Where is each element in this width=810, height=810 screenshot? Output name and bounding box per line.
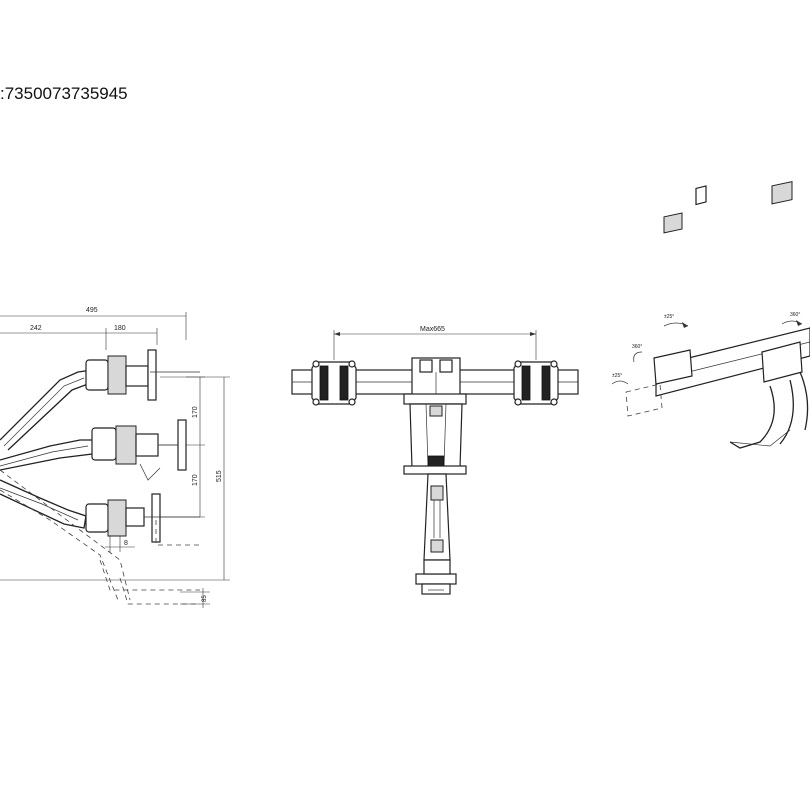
dim-label-495: 495 xyxy=(86,307,98,314)
vesa-plate-right xyxy=(513,360,559,406)
dim-arrow-right xyxy=(530,332,536,336)
front-view: Max665 xyxy=(291,326,579,595)
dim-label-max665: Max665 xyxy=(420,326,445,333)
tilt-label-top: ±25° xyxy=(664,314,674,320)
dim-label-170-lower: 170 xyxy=(192,474,199,486)
ghost-plate-motion xyxy=(625,383,663,417)
dim-arrow-left xyxy=(334,332,340,336)
dim-label-515: 515 xyxy=(216,470,223,482)
vesa-plate-left xyxy=(311,360,357,406)
swivel-label-right: 360° xyxy=(790,312,800,318)
motion-arm-1 xyxy=(729,385,775,449)
ghost-clamp-1 xyxy=(99,559,200,591)
motion-arm-3 xyxy=(799,371,809,431)
dim-label-180: 180 xyxy=(114,325,126,332)
dim-label-242: 242 xyxy=(30,325,42,332)
arm-position-top xyxy=(0,349,200,451)
perspective-crossbar xyxy=(655,327,810,397)
ghost-arm-2 xyxy=(0,489,119,601)
ghost-clamp-2 xyxy=(119,577,200,605)
dim-label-85: 85 xyxy=(202,595,208,602)
motion-view: ±25° 360° ±25° 360° xyxy=(611,181,810,449)
product-code: :7350073735945 xyxy=(0,84,128,103)
swivel-label-left: 360° xyxy=(632,344,642,350)
arm-joint xyxy=(403,393,467,405)
arm-position-low xyxy=(0,479,200,543)
swivel-arrow-left xyxy=(633,351,643,363)
dim-label-170-upper: 170 xyxy=(192,406,199,418)
elbow-joint xyxy=(403,465,467,475)
tilt-label-left: ±25° xyxy=(612,373,622,379)
clamp-top xyxy=(415,573,457,585)
arm-position-mid xyxy=(0,419,187,481)
ghost-plate xyxy=(155,520,200,546)
tilt-arrow-left xyxy=(611,380,629,385)
clamp-bottom xyxy=(421,583,451,595)
dim-label-8: 8 xyxy=(124,540,128,547)
vesa-plate-right-3d xyxy=(761,341,803,383)
motion-arm-2 xyxy=(779,379,794,445)
vesa-plate-left-3d xyxy=(653,349,693,385)
side-view: 495 242 180 170 170 515 85 xyxy=(0,307,230,608)
ghost-arm-1 xyxy=(0,469,131,601)
